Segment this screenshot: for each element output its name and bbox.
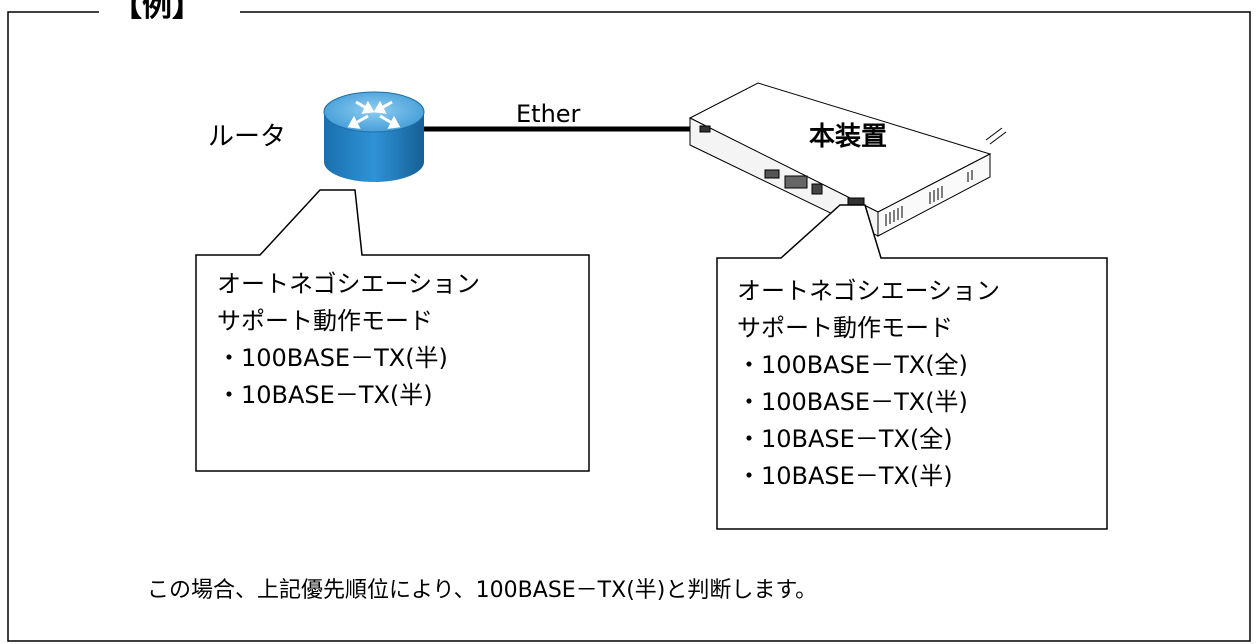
device-callout-box [716,204,1108,530]
router-label: ルータ [208,122,287,152]
device-callout-line: ・10BASE－TX(半) [737,462,953,490]
device-callout-line: オートネゴシエーション [737,277,1001,305]
ether-label: Ether [516,100,581,128]
frame-border [7,11,1251,642]
device-callout-line: ・100BASE－TX(半) [737,388,968,416]
router-callout-line: サポート動作モード [217,307,433,335]
device-callout-line: ・10BASE－TX(全) [737,425,953,453]
router-callout-line: ・10BASE－TX(半) [217,381,433,409]
device-label: 本装置 [809,122,888,152]
frame-heading: 【例】 [112,0,202,24]
router-callout-line: オートネゴシエーション [217,270,481,298]
device-callout-line: ・100BASE－TX(全) [737,351,968,379]
router-callout-line: ・100BASE－TX(半) [217,344,448,372]
router-callout-text: オートネゴシエーション サポート動作モード ・100BASE－TX(半) ・10… [217,266,480,414]
device-callout-text: オートネゴシエーション サポート動作モード ・100BASE－TX(全) ・10… [737,273,1000,495]
device-icon [688,82,1007,237]
router-icon [323,91,425,182]
router-callout-box [195,189,590,472]
conclusion-text: この場合、上記優先順位により、100BASE－TX(半)と判断します。 [147,578,818,603]
device-callout-line: サポート動作モード [737,314,953,342]
